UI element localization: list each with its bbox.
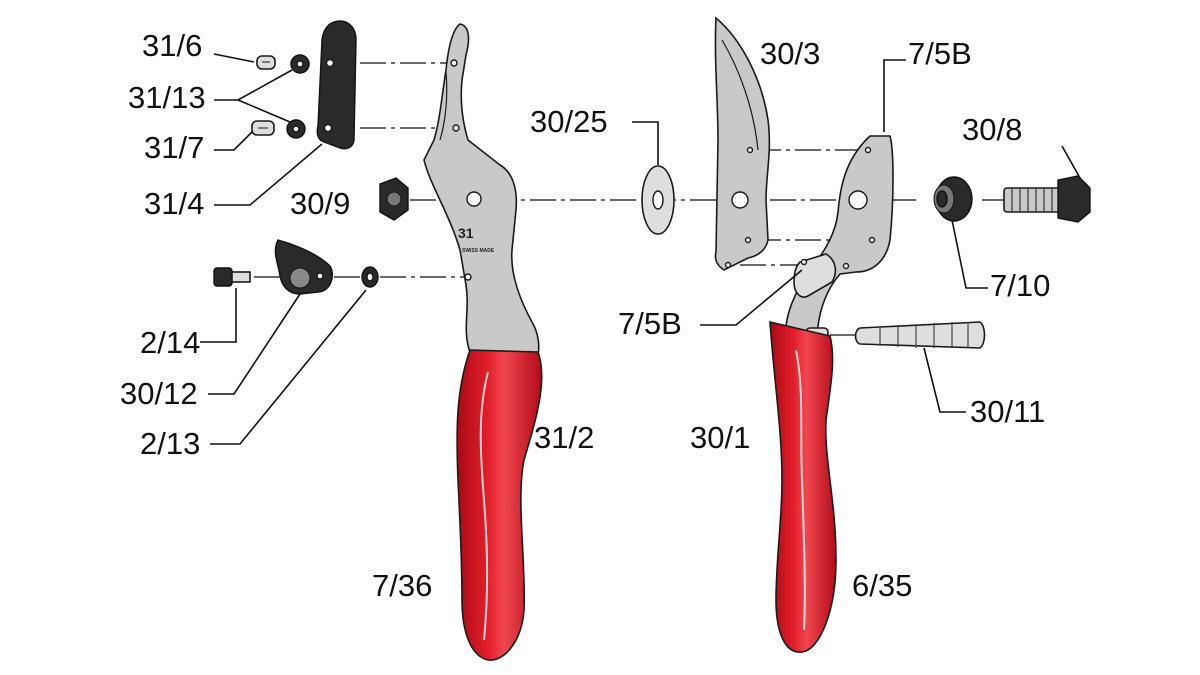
screw-31-6 bbox=[256, 55, 276, 70]
nut-30-9 bbox=[379, 177, 409, 221]
washer-31-13-lower bbox=[286, 119, 306, 139]
label-30-1: 30/1 bbox=[690, 420, 750, 455]
label-30-8: 30/8 bbox=[962, 112, 1022, 147]
brand-stamp: 31 SWISS MADE bbox=[458, 225, 495, 254]
label-30-9: 30/9 bbox=[290, 186, 350, 221]
right-handle-metal bbox=[785, 135, 894, 344]
left-handle-assembly: 31 SWISS MADE bbox=[423, 23, 543, 661]
right-pivot-hole bbox=[848, 190, 868, 210]
label-2-14: 2/14 bbox=[140, 325, 200, 360]
label-31-13: 31/13 bbox=[128, 80, 206, 115]
left-pivot-hole bbox=[466, 191, 482, 207]
brand-model-stamp: 31 bbox=[458, 225, 474, 241]
blade-30-3 bbox=[714, 16, 771, 271]
leader-lines bbox=[200, 53, 1081, 445]
alignment-lines bbox=[254, 62, 1010, 336]
washer-2-13 bbox=[361, 266, 379, 288]
label-31-7: 31/7 bbox=[144, 130, 204, 165]
left-hole-mid bbox=[452, 124, 460, 132]
label-30-25: 30/25 bbox=[530, 104, 608, 139]
label-30-3: 30/3 bbox=[760, 36, 820, 71]
label-7-5b-top: 7/5B bbox=[908, 36, 972, 71]
bushing-7-10 bbox=[933, 176, 973, 222]
label-31-2: 31/2 bbox=[534, 420, 594, 455]
bolt-30-8 bbox=[1003, 175, 1091, 223]
right-grip-highlight bbox=[795, 349, 806, 631]
left-grip-highlight bbox=[479, 371, 489, 641]
left-latch-hole bbox=[464, 273, 472, 281]
label-30-11: 30/11 bbox=[970, 394, 1045, 429]
label-6-35: 6/35 bbox=[852, 568, 912, 603]
left-hole-top bbox=[450, 59, 458, 67]
right-handle-assembly bbox=[769, 135, 894, 653]
washer-30-25 bbox=[641, 165, 675, 235]
spring-30-11 bbox=[854, 321, 986, 349]
left-grip bbox=[456, 349, 543, 661]
label-31-6: 31/6 bbox=[142, 28, 202, 63]
label-7-10: 7/10 bbox=[990, 268, 1050, 303]
left-jaw-edge bbox=[439, 71, 448, 141]
screw-31-7 bbox=[251, 120, 275, 136]
brand-origin-stamp: SWISS MADE bbox=[462, 248, 495, 254]
label-31-4: 31/4 bbox=[144, 186, 204, 221]
label-30-12: 30/12 bbox=[120, 376, 198, 411]
left-handle-metal bbox=[423, 23, 540, 356]
callout-labels: 31/6 31/13 31/7 31/4 30/9 2/14 30/12 2/1… bbox=[120, 28, 1050, 603]
latch-30-12 bbox=[274, 239, 334, 295]
label-7-5b-lower: 7/5B bbox=[618, 306, 682, 341]
screw-2-14 bbox=[213, 267, 251, 287]
anvil-31-4 bbox=[316, 20, 357, 150]
washer-31-13-top bbox=[290, 54, 310, 74]
label-7-36: 7/36 bbox=[372, 568, 432, 603]
label-2-13: 2/13 bbox=[140, 426, 200, 461]
